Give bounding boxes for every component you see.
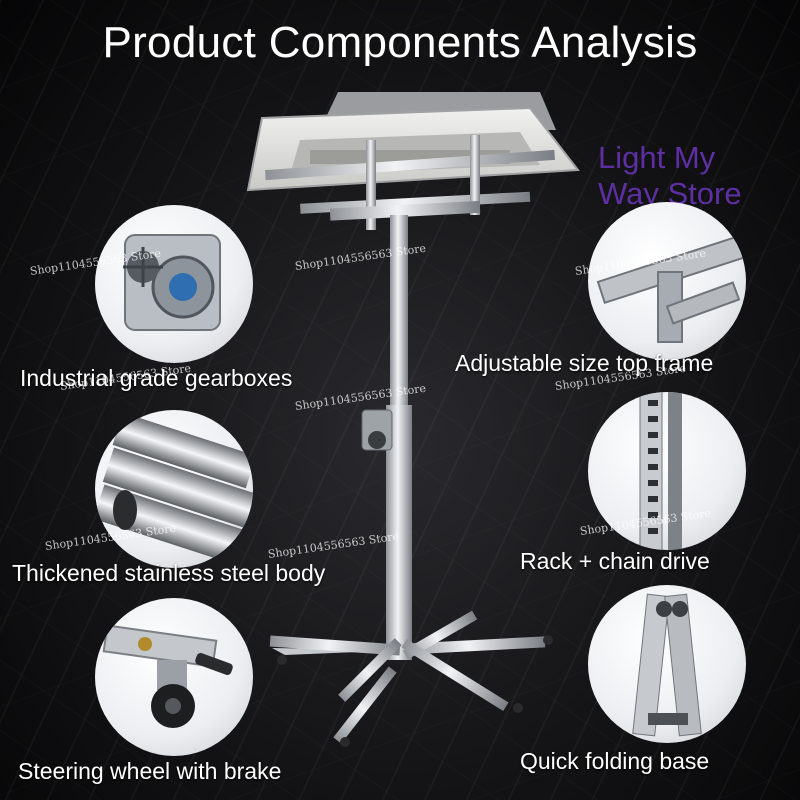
store-logo: Light My Way Store xyxy=(598,140,788,212)
gearbox-icon xyxy=(95,205,253,363)
caption-rack-chain: Rack + chain drive xyxy=(520,548,710,574)
caption-steering-wheel: Steering wheel with brake xyxy=(18,758,282,784)
caster-wheel-icon xyxy=(95,598,253,756)
watermark: Shop1104556563 Store xyxy=(294,241,427,273)
page-title: Product Components Analysis xyxy=(102,18,698,67)
caption-top-frame: Adjustable size top frame xyxy=(455,350,714,376)
steel-tubes-icon xyxy=(95,410,253,568)
caption-gearboxes: Industrial grade gearboxes xyxy=(20,365,293,391)
top-frame-icon xyxy=(588,202,746,360)
folding-base-icon xyxy=(588,585,746,743)
watermark: Shop1104556563 Store xyxy=(294,381,427,413)
store-logo-line-1: Light My xyxy=(598,140,716,175)
rack-chain-icon xyxy=(588,392,746,550)
watermark: Shop1104556563 Store xyxy=(267,529,400,561)
caption-folding-base: Quick folding base xyxy=(520,748,710,774)
caption-steel-body: Thickened stainless steel body xyxy=(12,560,326,586)
